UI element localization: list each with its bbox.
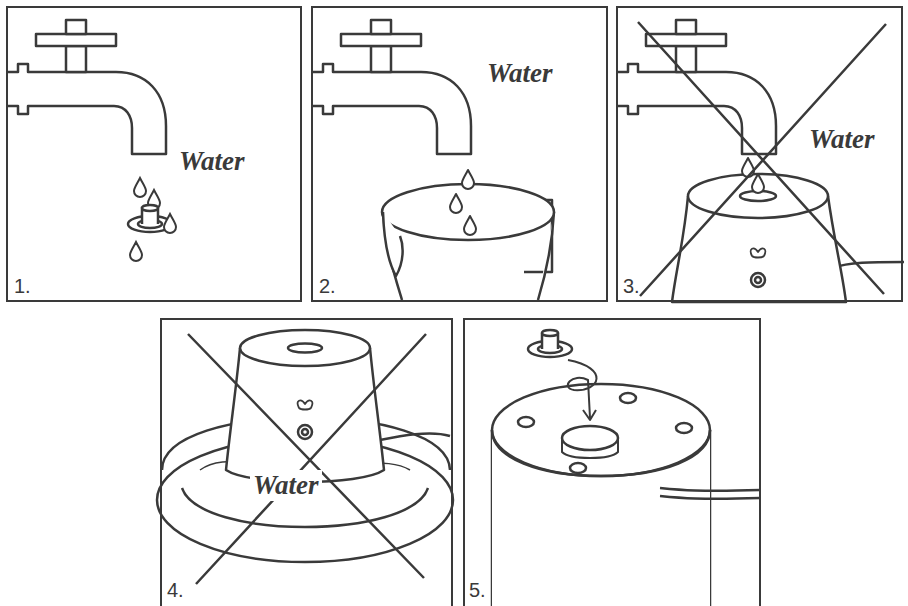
step-panel: Water 2.	[311, 6, 608, 302]
part-into-base	[492, 330, 760, 606]
step-number: 5.	[469, 579, 486, 601]
step-number: 1.	[14, 275, 31, 297]
step-panel: Water 1.	[6, 6, 302, 302]
step-number: 3.	[623, 275, 640, 297]
tap-over-device-crossed	[616, 20, 904, 302]
water-label: Water	[484, 58, 556, 89]
step-panel: Water 4.	[160, 318, 453, 606]
step-panel: 5.	[463, 318, 761, 606]
step-number: 2.	[319, 275, 336, 297]
step-panel: Water 3.	[616, 6, 903, 302]
step-number: 4.	[167, 579, 184, 601]
water-label: Water	[806, 124, 878, 155]
water-label: Water	[250, 470, 322, 501]
water-label: Water	[176, 146, 248, 177]
device-in-water-crossed	[157, 330, 453, 584]
tap-with-part	[6, 20, 176, 261]
